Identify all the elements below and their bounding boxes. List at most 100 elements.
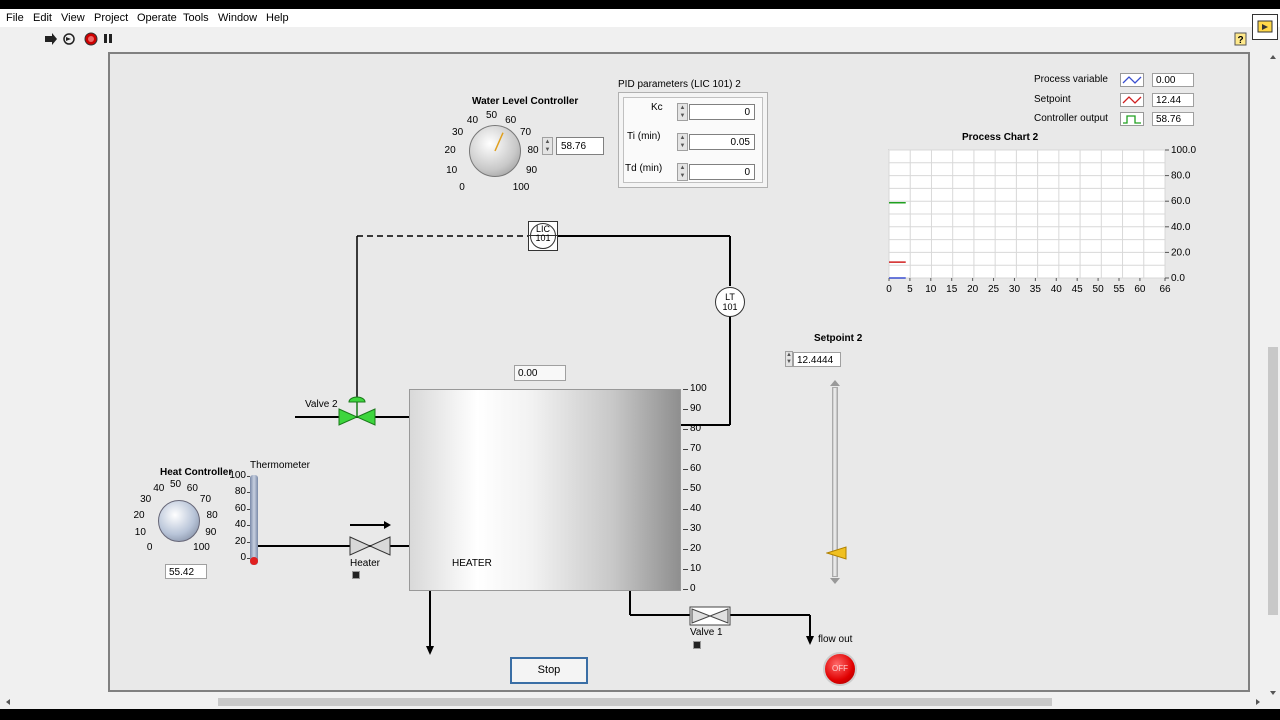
water-level-tick-10: 10	[446, 164, 458, 176]
valve1-indicator[interactable]	[693, 641, 701, 649]
thermometer-label-20: 20	[234, 535, 246, 547]
setpoint-slider[interactable]	[826, 379, 847, 585]
heat-tick-0: 0	[146, 542, 153, 554]
chart-title: Process Chart 2	[962, 132, 1039, 143]
horizontal-scrollbar[interactable]	[0, 695, 1266, 709]
heat-tick-20: 20	[133, 510, 145, 522]
menu-bar: File Edit View Project Operate Tools Win…	[0, 9, 1280, 27]
heat-tick-30: 30	[140, 494, 152, 506]
tank-scale-tick-mark	[683, 549, 688, 550]
legend-swatch-co[interactable]	[1120, 112, 1144, 126]
chart-y-tick-label: 60.0	[1171, 196, 1191, 207]
menu-view[interactable]: View	[61, 12, 85, 24]
thermometer-label-40: 40	[234, 519, 246, 531]
thermometer-label-60: 60	[234, 502, 246, 514]
heat-tick-40: 40	[153, 483, 165, 495]
setpoint-spinner[interactable]: ▲▼	[785, 351, 793, 367]
tank-scale-label-0: 0	[690, 583, 696, 594]
water-level-tick-50: 50	[486, 110, 498, 121]
pause-icon[interactable]	[103, 33, 113, 48]
vertical-scroll-thumb[interactable]	[1268, 347, 1278, 615]
heat-knob[interactable]	[158, 500, 200, 542]
vi-icon[interactable]	[1252, 14, 1278, 40]
tank-scale-label-80: 80	[690, 423, 702, 434]
heat-tick-90: 90	[205, 527, 217, 539]
tank-scale-tick-mark	[683, 529, 688, 530]
run-continuously-icon[interactable]	[62, 32, 76, 49]
water-level-tick-90: 90	[525, 164, 538, 176]
tank-scale-label-90: 90	[690, 403, 702, 414]
tank-scale-tick-mark	[683, 509, 688, 510]
tank-scale-tick-mark	[683, 469, 688, 470]
water-level-spinner[interactable]: ▲▼	[542, 137, 553, 155]
water-level-value[interactable]: 58.76	[556, 137, 604, 155]
abort-icon[interactable]	[84, 32, 98, 49]
chart-x-tick-label: 25	[988, 284, 1000, 295]
thermometer-tick-mark	[247, 525, 250, 527]
thermometer-tick-mark	[247, 492, 250, 494]
water-level-knob[interactable]	[469, 125, 521, 177]
ti-label: Ti (min)	[627, 131, 661, 142]
chart-x-tick-label: 66	[1159, 284, 1171, 295]
tank-scale-label-30: 30	[690, 523, 702, 534]
labview-window: File Edit View Project Operate Tools Win…	[0, 9, 1280, 709]
legend-label-controller-output: Controller output	[1034, 113, 1108, 124]
lic-101-instrument: LIC 101	[528, 221, 558, 251]
menu-operate[interactable]: Operate	[137, 12, 177, 24]
vertical-scrollbar[interactable]	[1266, 49, 1280, 700]
td-spinner[interactable]: ▲▼	[677, 163, 688, 181]
ti-value[interactable]: 0.05	[689, 134, 755, 150]
setpoint-title: Setpoint 2	[814, 333, 863, 344]
heater-valve-icon	[349, 536, 391, 556]
chart-y-tick-label: 100.0	[1171, 146, 1196, 156]
tank-scale-tick-mark	[683, 569, 688, 570]
valve2-label: Valve 2	[305, 399, 338, 410]
chart-x-tick-label: 10	[925, 284, 937, 295]
td-value[interactable]: 0	[689, 164, 755, 180]
water-level-tick-30: 30	[452, 127, 464, 139]
heater-indicator[interactable]	[352, 571, 360, 579]
run-arrow-icon[interactable]	[44, 32, 58, 49]
menu-window[interactable]: Window	[218, 12, 258, 24]
tank-scale-tick-mark	[683, 409, 688, 410]
tank-scale-label-100: 100	[690, 383, 707, 394]
chart-x-tick-label: 0	[886, 284, 892, 295]
water-level-tick-20: 20	[444, 145, 456, 157]
water-level-tick-40: 40	[466, 114, 479, 126]
stop-button[interactable]: Stop	[510, 657, 588, 684]
menu-help[interactable]: Help	[266, 12, 289, 24]
heat-tick-50: 50	[170, 479, 182, 490]
kc-spinner[interactable]: ▲▼	[677, 103, 688, 121]
context-help-icon[interactable]: ?	[1234, 32, 1248, 51]
menu-edit[interactable]: Edit	[33, 12, 52, 24]
heater2-label: HEATER	[452, 558, 492, 569]
pid-cluster: Kc ▲▼ 0 Ti (min) ▲▼ 0.05 Td (min) ▲▼ 0	[618, 92, 768, 188]
lt-101-label: LT 101	[722, 292, 738, 312]
legend-swatch-pv[interactable]	[1120, 73, 1144, 87]
chart-x-tick-label: 35	[1030, 284, 1042, 295]
heat-tick-100: 100	[193, 542, 210, 554]
kc-value[interactable]: 0	[689, 104, 755, 120]
menu-tools[interactable]: Tools	[183, 12, 209, 24]
menu-file[interactable]: File	[6, 12, 24, 24]
heat-value[interactable]: 55.42	[165, 564, 207, 579]
ti-spinner[interactable]: ▲▼	[677, 133, 688, 151]
tank-scale-tick-mark	[683, 589, 688, 590]
thermometer-tube	[250, 475, 258, 565]
menu-project[interactable]: Project	[94, 12, 129, 24]
chart-legend: Process variable 0.00 Setpoint 12.44 Con…	[1030, 66, 1210, 126]
thermometer-label-80: 80	[234, 486, 246, 498]
legend-label-process-variable: Process variable	[1034, 74, 1108, 85]
horizontal-scroll-thumb[interactable]	[218, 698, 1052, 706]
tank-level-indicator: 0.00	[514, 365, 566, 381]
off-led-button[interactable]: OFF	[823, 652, 857, 686]
chart-y-tick-label: 40.0	[1171, 222, 1191, 233]
setpoint-slider-track	[832, 387, 838, 577]
tank-scale-label-10: 10	[690, 563, 702, 574]
setpoint-slider-thumb[interactable]	[826, 546, 848, 561]
legend-swatch-sp[interactable]	[1120, 93, 1144, 107]
off-label: OFF	[832, 664, 848, 673]
setpoint-value[interactable]: 12.4444	[793, 352, 841, 367]
chart-x-tick-label: 60	[1134, 284, 1146, 295]
